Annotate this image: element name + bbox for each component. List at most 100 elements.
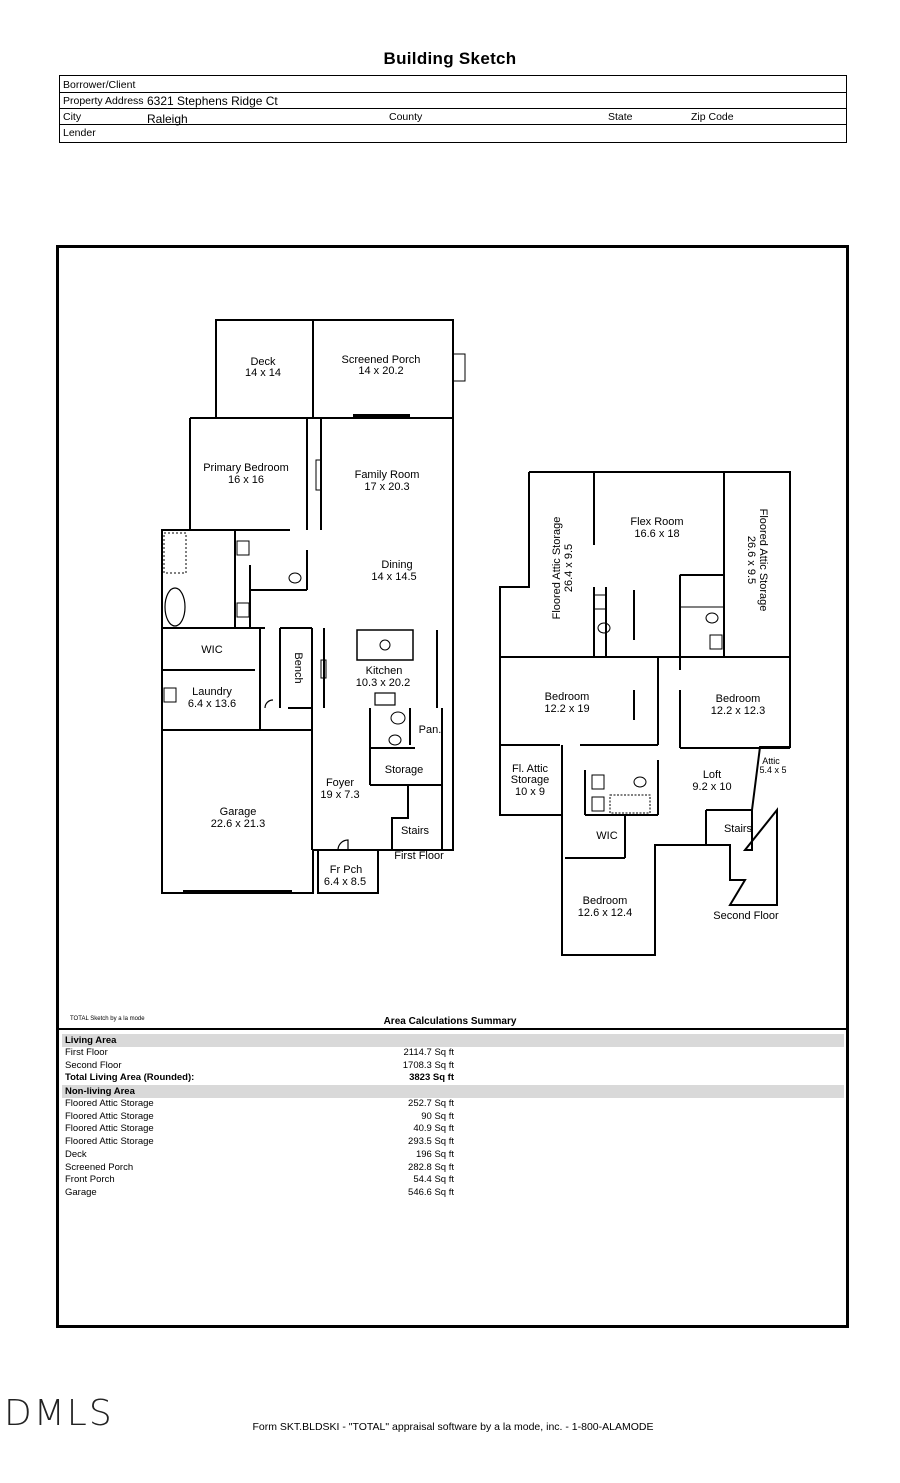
second-floor-label: Second Floor: [713, 910, 779, 922]
city-label: City: [63, 111, 82, 123]
row-value: 293.5 Sq ft: [408, 1136, 454, 1148]
row-label: Screened Porch: [65, 1161, 134, 1173]
row-value: 546.6 Sq ft: [408, 1186, 454, 1198]
front-porch-dims: 6.4 x 8.5: [324, 876, 366, 888]
row-label: Front Porch: [65, 1174, 115, 1186]
row-value: 282.8 Sq ft: [408, 1161, 454, 1173]
garage-label: Garage: [220, 806, 257, 818]
bench-label: Bench: [292, 652, 304, 683]
stairs-label: Stairs: [401, 825, 430, 837]
kitchen-dims: 10.3 x 20.2: [356, 677, 410, 689]
row-label: Deck: [65, 1148, 87, 1160]
first-floor-label: First Floor: [394, 850, 444, 862]
attic-left-label: Floored Attic Storage: [551, 517, 563, 620]
loft-dims: 9.2 x 10: [692, 781, 731, 793]
table-row: Floored Attic Storage 40.9 Sq ft: [62, 1123, 844, 1136]
wic-label: WIC: [201, 644, 222, 656]
row-label: Floored Attic Storage: [65, 1110, 154, 1122]
summary-title: Area Calculations Summary: [383, 1016, 517, 1027]
lender-row: Lender: [60, 124, 846, 140]
second-wic-label: WIC: [596, 830, 617, 842]
screened-porch-label: Screened Porch: [342, 354, 421, 366]
flex-room-dims: 16.6 x 18: [634, 528, 679, 540]
attic-right-dims: 26.6 x 9.5: [745, 536, 757, 584]
row-label: Garage: [65, 1186, 97, 1198]
table-row: Screened Porch 282.8 Sq ft: [62, 1162, 844, 1175]
county-label: County: [389, 111, 423, 123]
row-label: First Floor: [65, 1047, 108, 1058]
loft-label: Loft: [703, 769, 721, 781]
lender-label: Lender: [63, 127, 96, 139]
table-row: Floored Attic Storage 90 Sq ft: [62, 1111, 844, 1124]
deck-dims: 14 x 14: [245, 367, 281, 379]
foyer-label: Foyer: [326, 777, 354, 789]
row-label: Second Floor: [65, 1059, 122, 1071]
garage-dims: 22.6 x 21.3: [211, 818, 265, 830]
bedroom-bottom-dims: 12.6 x 12.4: [578, 907, 632, 919]
row-value: 196 Sq ft: [415, 1148, 454, 1160]
bedroom-bottom-label: Bedroom: [583, 895, 628, 907]
storage-label: Storage: [385, 764, 424, 776]
borrower-row: Borrower/Client: [60, 76, 846, 93]
property-row: Property Address 6321 Stephens Ridge Ct: [60, 92, 846, 109]
flex-room-label: Flex Room: [630, 516, 683, 528]
laundry-dims: 6.4 x 13.6: [188, 698, 236, 710]
attic-small-dims: 5.4 x 5: [759, 765, 786, 775]
dining-label: Dining: [381, 559, 412, 571]
property-info-table: Borrower/Client Property Address 6321 St…: [59, 75, 847, 143]
row-label: Floored Attic Storage: [65, 1136, 154, 1148]
primary-bedroom-label: Primary Bedroom: [203, 462, 289, 474]
row-value: 2114.7 Sq ft: [403, 1047, 454, 1058]
page-title: Building Sketch: [383, 49, 517, 68]
fl-attic-label: Fl. Attic: [512, 763, 549, 775]
attic-small-label: Attic: [762, 756, 780, 766]
dining-dims: 14 x 14.5: [371, 571, 416, 583]
area-summary: Living Area First Floor 2114.7 Sq ft Sec…: [62, 1034, 844, 1200]
row-value: 54.4 Sq ft: [413, 1174, 454, 1186]
form-footer: Form SKT.BLDSKI - "TOTAL" appraisal soft…: [252, 1421, 654, 1433]
table-row: Deck 196 Sq ft: [62, 1149, 844, 1162]
bedroom-right-label: Bedroom: [716, 693, 761, 705]
deck-label: Deck: [250, 356, 276, 368]
nonliving-area-header: Non-living Area: [62, 1085, 844, 1099]
screened-porch-dims: 14 x 20.2: [358, 365, 403, 377]
first-floor-outline: [161, 417, 454, 894]
second-stairs-label: Stairs: [724, 823, 753, 835]
family-room-dims: 17 x 20.3: [364, 481, 409, 493]
total-value: 3823 Sq ft: [409, 1072, 454, 1084]
row-label: Floored Attic Storage: [65, 1098, 154, 1110]
foyer-dims: 19 x 7.3: [320, 789, 359, 801]
table-row: Floored Attic Storage 252.7 Sq ft: [62, 1098, 844, 1111]
row-value: 252.7 Sq ft: [408, 1098, 454, 1110]
attic-right-label: Floored Attic Storage: [757, 509, 769, 612]
total-label: Total Living Area (Rounded):: [65, 1072, 195, 1084]
pantry-label: Pan.: [419, 724, 442, 736]
laundry-label: Laundry: [192, 686, 232, 698]
borrower-label: Borrower/Client: [63, 79, 136, 91]
table-row: Front Porch 54.4 Sq ft: [62, 1174, 844, 1187]
front-porch-label: Fr Pch: [330, 864, 362, 876]
zip-label: Zip Code: [691, 111, 734, 123]
kitchen-label: Kitchen: [366, 665, 403, 677]
family-room-label: Family Room: [355, 469, 420, 481]
city-value: Raleigh: [147, 112, 188, 126]
row-value: 40.9 Sq ft: [413, 1123, 454, 1135]
table-row: Second Floor 1708.3 Sq ft: [62, 1060, 844, 1073]
dmls-logo: DMLS: [4, 1393, 114, 1434]
fl-attic-dims: 10 x 9: [515, 786, 545, 798]
total-row: Total Living Area (Rounded): 3823 Sq ft: [62, 1072, 844, 1085]
bedroom-right-dims: 12.2 x 12.3: [711, 705, 765, 717]
property-value: 6321 Stephens Ridge Ct: [147, 94, 278, 108]
table-row: Garage 546.6 Sq ft: [62, 1187, 844, 1200]
bedroom-left-label: Bedroom: [545, 691, 590, 703]
row-value: 90 Sq ft: [421, 1110, 454, 1122]
primary-bedroom-dims: 16 x 16: [228, 474, 264, 486]
property-label: Property Address: [63, 95, 144, 107]
table-row: Floored Attic Storage 293.5 Sq ft: [62, 1136, 844, 1149]
row-label: Floored Attic Storage: [65, 1123, 154, 1135]
attic-left-dims: 26.4 x 9.5: [563, 544, 575, 592]
state-label: State: [608, 111, 633, 123]
row-value: 1708.3 Sq ft: [402, 1059, 454, 1071]
summary-divider: [59, 1028, 846, 1030]
